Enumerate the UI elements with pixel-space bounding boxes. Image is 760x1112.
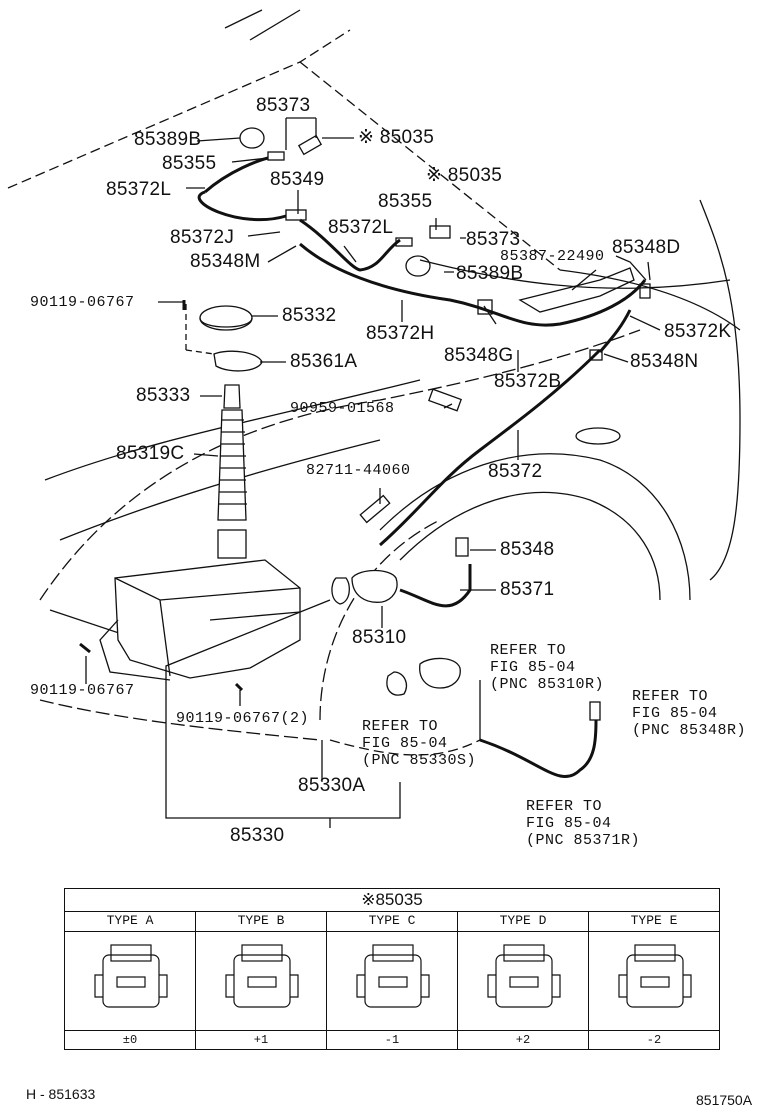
ref-fig-85-04-pnc-85348r[interactable]: REFER TO FIG 85-04 (PNC 85348R): [632, 688, 746, 739]
part-label-90119-06767[interactable]: 90119-06767: [30, 294, 135, 311]
connector-type-table: ※85035 TYPE A ±0 TYPE B +1 TYPE C -1 TYP…: [64, 888, 720, 1050]
drawing-code-right: 851750A: [696, 1092, 753, 1108]
type-name: TYPE C: [327, 911, 457, 932]
type-name: TYPE D: [458, 911, 588, 932]
connector-icon: [356, 944, 430, 1008]
ref-line: (PNC 85371R): [526, 832, 641, 849]
ref-line: FIG 85-04: [490, 659, 576, 676]
part-label-85372h[interactable]: 85372H: [366, 323, 435, 344]
connector-icon: [94, 944, 168, 1008]
part-label-90959-01568[interactable]: 90959-01568: [290, 400, 395, 417]
type-column: TYPE E -2: [589, 911, 719, 1049]
part-label-90119-06767[interactable]: 90119-06767: [30, 682, 135, 699]
type-code: ±0: [65, 1030, 195, 1049]
type-code: -2: [589, 1030, 719, 1049]
part-label-85348[interactable]: 85348: [500, 539, 555, 560]
ref-line: (PNC 85310R): [490, 676, 605, 693]
drawing-code-left: H - 851633: [26, 1086, 96, 1102]
part-label-85355[interactable]: 85355: [378, 191, 433, 212]
part-label-85333[interactable]: 85333: [136, 385, 191, 406]
part-label-85371[interactable]: 85371: [500, 579, 555, 600]
part-label-85372b[interactable]: 85372B: [494, 371, 562, 392]
part-label-85330[interactable]: 85330: [230, 825, 285, 846]
type-column: TYPE A ±0: [65, 911, 196, 1049]
ref-line: (PNC 85348R): [632, 722, 747, 739]
ref-line: REFER TO: [362, 718, 439, 735]
part-label-85310[interactable]: 85310: [352, 627, 407, 648]
part-label-82711-44060[interactable]: 82711-44060: [306, 462, 411, 479]
part-label-85319c[interactable]: 85319C: [116, 443, 185, 464]
type-code: -1: [327, 1030, 457, 1049]
ref-fig-85-04-pnc-85310r[interactable]: REFER TO FIG 85-04 (PNC 85310R): [490, 642, 604, 693]
type-column: TYPE D +2: [458, 911, 589, 1049]
part-label-85372l[interactable]: 85372L: [328, 217, 394, 238]
ref-line: REFER TO: [490, 642, 567, 659]
part-label-85355[interactable]: 85355: [162, 153, 217, 174]
ref-line: FIG 85-04: [632, 705, 718, 722]
part-label-85373[interactable]: 85373: [256, 95, 311, 116]
part-label-85035[interactable]: ※ 85035: [358, 127, 435, 148]
ref-fig-85-04-pnc-85330s[interactable]: REFER TO FIG 85-04 (PNC 85330S): [362, 718, 476, 769]
type-code: +2: [458, 1030, 588, 1049]
type-name: TYPE E: [589, 911, 719, 932]
ref-line: REFER TO: [632, 688, 709, 705]
part-label-85387-22490[interactable]: 85387-22490: [500, 248, 605, 265]
part-label-85349[interactable]: 85349: [270, 169, 325, 190]
ref-fig-85-04-pnc-85371r[interactable]: REFER TO FIG 85-04 (PNC 85371R): [526, 798, 640, 849]
table-title: ※85035: [65, 889, 719, 912]
part-label-85348m[interactable]: 85348M: [190, 251, 261, 272]
type-column: TYPE B +1: [196, 911, 327, 1049]
part-label-85348g[interactable]: 85348G: [444, 345, 514, 366]
connector-icon: [487, 944, 561, 1008]
part-label-90119-06767-x2[interactable]: 90119-06767(2): [176, 710, 310, 727]
ref-line: REFER TO: [526, 798, 603, 815]
ref-line: FIG 85-04: [362, 735, 448, 752]
part-label-85372j[interactable]: 85372J: [170, 227, 235, 248]
part-label-85389b[interactable]: 85389B: [456, 263, 524, 284]
type-name: TYPE A: [65, 911, 195, 932]
part-label-85372l[interactable]: 85372L: [106, 179, 172, 200]
part-label-85348n[interactable]: 85348N: [630, 351, 699, 372]
part-label-85332[interactable]: 85332: [282, 305, 337, 326]
part-label-85372[interactable]: 85372: [488, 461, 543, 482]
type-code: +1: [196, 1030, 326, 1049]
part-label-85372k[interactable]: 85372K: [664, 321, 732, 342]
connector-icon: [618, 944, 692, 1008]
part-label-85389b[interactable]: 85389B: [134, 129, 202, 150]
part-label-85361a[interactable]: 85361A: [290, 351, 358, 372]
part-label-85035[interactable]: ※ 85035: [426, 165, 503, 186]
connector-icon: [225, 944, 299, 1008]
ref-line: FIG 85-04: [526, 815, 612, 832]
part-label-85348d[interactable]: 85348D: [612, 237, 681, 258]
part-label-85330a[interactable]: 85330A: [298, 775, 366, 796]
ref-line: (PNC 85330S): [362, 752, 477, 769]
type-name: TYPE B: [196, 911, 326, 932]
type-column: TYPE C -1: [327, 911, 458, 1049]
part-label-85373[interactable]: 85373: [466, 229, 521, 250]
